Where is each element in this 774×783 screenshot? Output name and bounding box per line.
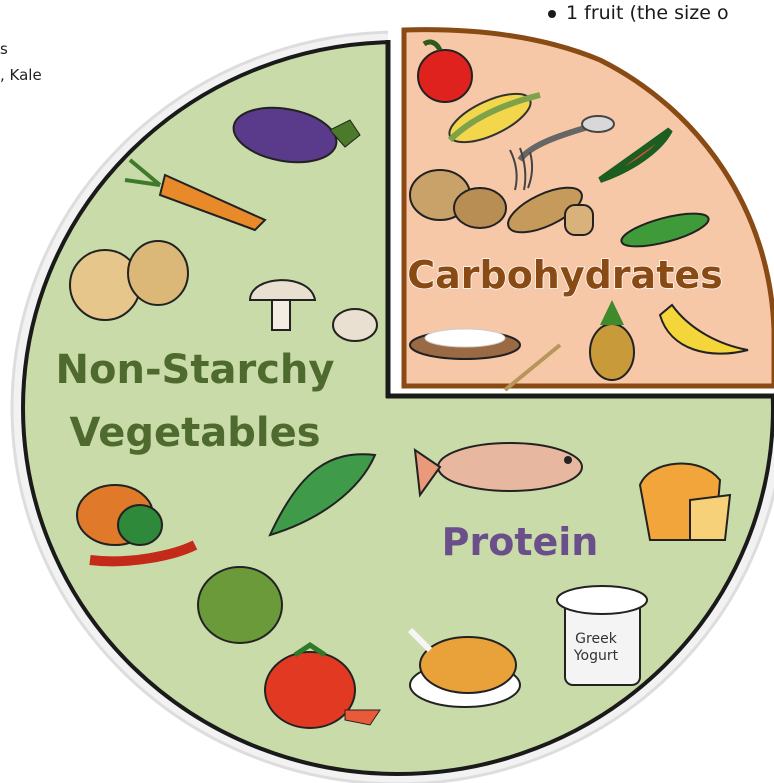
yogurt-label-line-2: Yogurt [573, 648, 619, 664]
artichoke-icon [198, 567, 282, 643]
yogurt-icon: Greek Yogurt [557, 586, 647, 685]
carbohydrates-label: Carbohydrates [407, 253, 723, 297]
cheese-icon [640, 464, 730, 540]
vegetables-label-line-1: Non-Starchy [56, 347, 335, 393]
vegetables-label-line-2: Vegetables [69, 410, 320, 456]
protein-label: Protein [442, 520, 599, 564]
yogurt-label-line-1: Greek [575, 631, 618, 647]
